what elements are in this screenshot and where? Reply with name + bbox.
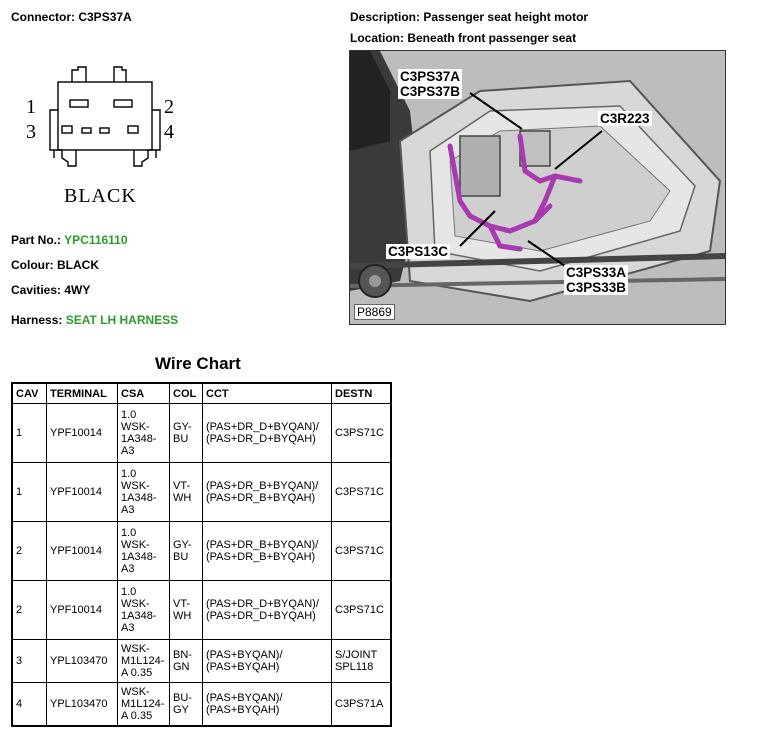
part-no-label: Part No.: (11, 233, 62, 247)
description-line: Description: Passenger seat height motor (350, 10, 588, 24)
cavities-value: 4WY (64, 283, 91, 297)
header-cct: CCT (202, 382, 332, 404)
cell-terminal: YPF10014 (46, 521, 118, 581)
cell-col: VT-WH (169, 462, 203, 522)
cell-cav: 4 (11, 682, 47, 727)
cavities-line: Cavities: 4WY (11, 283, 90, 297)
description-value: Passenger seat height motor (423, 10, 589, 24)
cell-cct: (PAS+DR_B+BYQAN)/(PAS+DR_B+BYQAH) (202, 521, 332, 581)
connector-face-diagram (49, 66, 161, 167)
cell-destn: C3PS71C (331, 521, 392, 581)
cell-cct: (PAS+DR_D+BYQAN)/(PAS+DR_D+BYQAH) (202, 580, 332, 640)
connector-line: Connector: C3PS37A (11, 10, 132, 24)
photo-reference-code: P8869 (354, 304, 395, 320)
callout-c3r223: C3R223 (598, 111, 652, 126)
cell-cct: (PAS+DR_D+BYQAN)/(PAS+DR_D+BYQAH) (202, 403, 332, 463)
wire-chart-header-row: CAV TERMINAL CSA COL CCT DESTN (11, 382, 392, 404)
pin-4-label: 4 (164, 121, 174, 143)
cell-col: GY-BU (169, 521, 203, 581)
cell-col: GY-BU (169, 403, 203, 463)
colour-value: BLACK (57, 258, 99, 272)
header-terminal: TERMINAL (46, 382, 118, 404)
cell-cav: 2 (11, 521, 47, 581)
harness-value: SEAT LH HARNESS (65, 313, 179, 327)
cell-destn: C3PS71A (331, 682, 392, 727)
cell-terminal: YPL103470 (46, 639, 118, 683)
location-value: Beneath front passenger seat (407, 31, 577, 45)
cell-terminal: YPL103470 (46, 682, 118, 727)
harness-label: Harness: (11, 313, 63, 327)
cell-col: BN-GN (169, 639, 203, 683)
cell-cav: 2 (11, 580, 47, 640)
cell-cct: (PAS+BYQAN)/(PAS+BYQAH) (202, 639, 332, 683)
header-destn: DESTN (331, 382, 392, 404)
pin-2-label: 2 (164, 96, 174, 118)
colour-label: Colour: (11, 258, 54, 272)
connector-label: Connector: (11, 10, 75, 24)
cell-cav: 1 (11, 462, 47, 522)
cell-col: VT-WH (169, 580, 203, 640)
cell-terminal: YPF10014 (46, 462, 118, 522)
header-csa: CSA (117, 382, 170, 404)
cell-cav: 1 (11, 403, 47, 463)
cell-destn: C3PS71C (331, 403, 392, 463)
location-line: Location: Beneath front passenger seat (350, 31, 576, 45)
location-label: Location: (350, 31, 404, 45)
part-no-value: YPC116110 (64, 233, 128, 247)
cell-destn: C3PS71C (331, 580, 392, 640)
cell-destn: C3PS71C (331, 462, 392, 522)
cell-csa: WSK-M1L124-A 0.35 (117, 639, 170, 683)
header-col: COL (169, 382, 203, 404)
cell-col: BU-GY (169, 682, 203, 727)
colour-line: Colour: BLACK (11, 258, 99, 272)
connector-value: C3PS37A (78, 10, 132, 24)
header-cav: CAV (11, 382, 47, 404)
part-no-line: Part No.: YPC116110 (11, 233, 128, 247)
wire-chart-title: Wire Chart (155, 354, 241, 373)
description-label: Description: (350, 10, 421, 24)
pin-1-label: 1 (26, 96, 36, 118)
cavities-label: Cavities: (11, 283, 62, 297)
connector-colour-caption: BLACK (64, 185, 137, 207)
cell-csa: WSK-M1L124-A 0.35 (117, 682, 170, 727)
cell-cav: 3 (11, 639, 47, 683)
callout-c3ps13c: C3PS13C (386, 244, 451, 259)
harness-line: Harness: SEAT LH HARNESS (11, 313, 178, 327)
cell-terminal: YPF10014 (46, 580, 118, 640)
pin-3-label: 3 (26, 121, 36, 143)
cell-cct: (PAS+BYQAN)/(PAS+BYQAH) (202, 682, 332, 727)
cell-cct: (PAS+DR_B+BYQAN)/(PAS+DR_B+BYQAH) (202, 462, 332, 522)
cell-terminal: YPF10014 (46, 403, 118, 463)
